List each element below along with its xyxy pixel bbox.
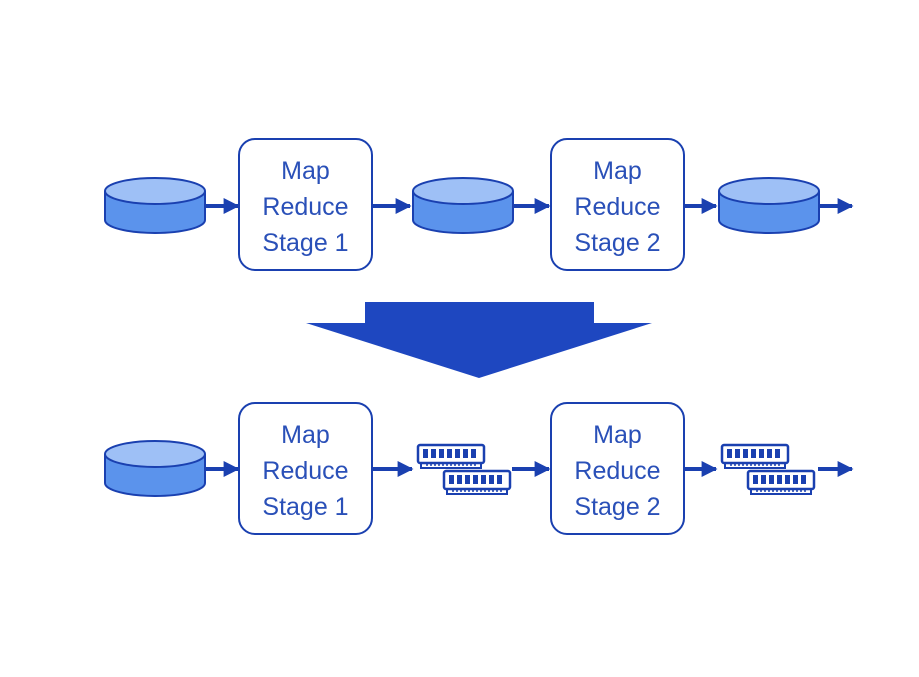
stage-label-line2: Reduce [262,457,348,485]
stage-box-top-1: Map Reduce Stage 1 [238,138,373,271]
input-disk-icon [104,440,206,497]
top-row: Map Reduce Stage 1 Map Reduce Stage 2 [104,138,854,271]
input-disk-icon [104,177,206,234]
stage-box-top-2: Map Reduce Stage 2 [550,138,685,271]
transform-arrow-icon [306,302,652,378]
stage-box-bottom-2: Map Reduce Stage 2 [550,402,685,535]
stage-label-line3: Stage 1 [262,229,348,257]
intermediate-disk-icon [412,177,514,234]
stage-label-line1: Map [281,421,330,449]
stage-label-line1: Map [593,157,642,185]
stage-label-line3: Stage 2 [574,229,660,257]
stage-label-line3: Stage 1 [262,493,348,521]
stage-label-line2: Reduce [262,193,348,221]
memory-icon [720,443,816,496]
output-disk-icon [718,177,820,234]
memory-icon [416,443,512,496]
stage-label-line2: Reduce [574,193,660,221]
stage-label-line1: Map [281,157,330,185]
stage-label-line2: Reduce [574,457,660,485]
stage-box-bottom-1: Map Reduce Stage 1 [238,402,373,535]
stage-label-line3: Stage 2 [574,493,660,521]
bottom-row: Map Reduce Stage 1 Map Reduce Stage 2 [104,402,854,535]
stage-label-line1: Map [593,421,642,449]
